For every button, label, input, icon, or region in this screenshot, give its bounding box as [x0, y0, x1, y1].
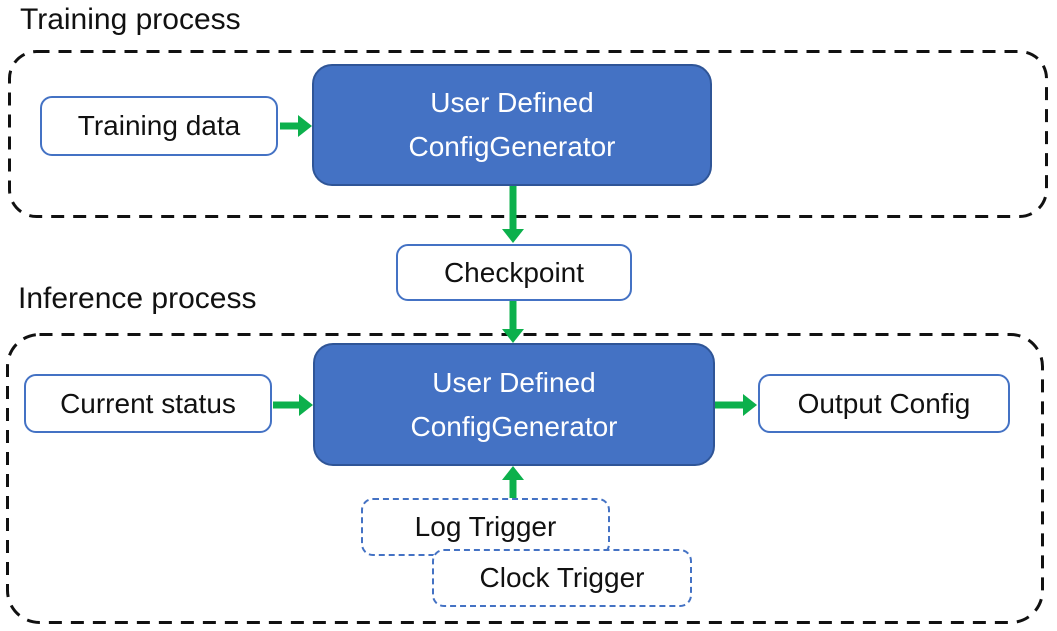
config-generator-training-line2: ConfigGenerator	[408, 131, 616, 162]
output-config-label: Output Config	[797, 387, 971, 419]
config-generator-inference-label: User Defined ConfigGenerator	[410, 361, 617, 449]
output-config-box: Output Config	[758, 374, 1010, 433]
clock-trigger-label: Clock Trigger	[479, 562, 645, 593]
checkpoint-label: Checkpoint	[443, 256, 585, 288]
config-generator-inference-box: User Defined ConfigGenerator	[313, 343, 715, 466]
config-generator-training-line1: User Defined	[430, 87, 594, 118]
log-trigger-label: Log Trigger	[414, 511, 557, 542]
config-generator-inference-line2: ConfigGenerator	[410, 410, 618, 442]
inference-process-container	[6, 333, 1044, 624]
training-data-box: Training data	[40, 96, 278, 156]
log-trigger-box: Log Trigger	[361, 498, 610, 556]
config-generator-training-label: User Defined ConfigGenerator	[408, 81, 615, 169]
clock-trigger-box: Clock Trigger	[432, 549, 692, 607]
inference-process-label: Inference process	[18, 282, 257, 315]
training-process-container	[8, 50, 1048, 218]
training-data-label: Training data	[77, 110, 241, 141]
current-status-box: Current status	[24, 374, 272, 433]
training-process-label: Training process	[20, 3, 241, 36]
checkpoint-box: Checkpoint	[396, 244, 632, 301]
config-generator-inference-line1: User Defined	[432, 366, 596, 398]
current-status-label: Current status	[60, 387, 236, 419]
config-generator-training-box: User Defined ConfigGenerator	[312, 64, 712, 186]
